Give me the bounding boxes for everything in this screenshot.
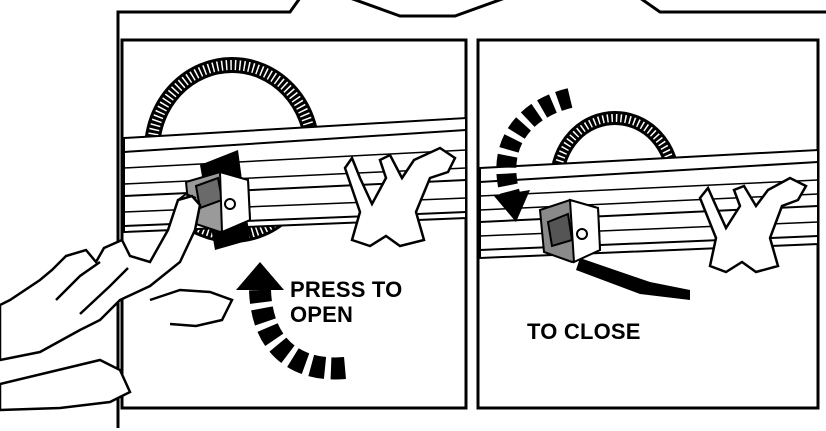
caption-line: PRESS TO: [290, 277, 403, 302]
strap-tail: [576, 258, 690, 300]
gutter-clip-icon: [698, 176, 808, 274]
pressing-finger-icon: [177, 192, 197, 201]
hand-icon: [0, 194, 234, 412]
panel-open: [0, 38, 468, 412]
buckle-icon: [538, 198, 602, 264]
callout-frame: [116, 0, 826, 428]
caption-press-to-open: PRESS TO OPEN: [290, 277, 402, 327]
caption-to-close: TO CLOSE: [527, 319, 641, 344]
gutter-clip-icon: [343, 146, 457, 248]
caption-line: OPEN: [290, 302, 354, 327]
curved-arrow-icon: [236, 262, 346, 380]
buckle-icon: [184, 170, 252, 234]
panel-close: [476, 38, 820, 410]
rotate-arrow-icon: [494, 88, 573, 222]
